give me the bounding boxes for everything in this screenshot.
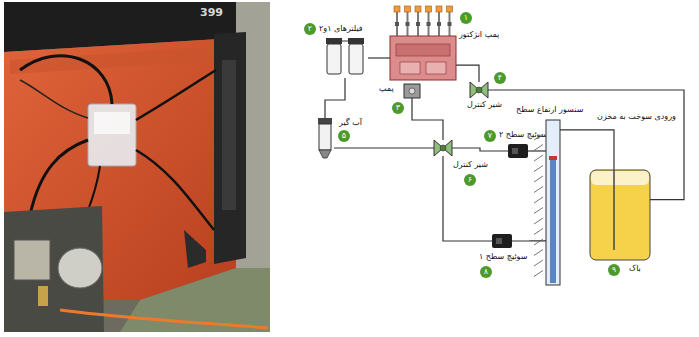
control-valve-symbol [470, 82, 488, 98]
fuel-line [456, 65, 479, 82]
callout-number: ۴ [494, 72, 506, 84]
callout-number: ۳ [392, 102, 404, 114]
level-switch: سوئیچ سطح ۱ [492, 234, 512, 248]
callout-number: ۷ [484, 130, 496, 142]
component-label: باک [628, 264, 642, 274]
callout-number: ۲ [304, 23, 316, 35]
water-trap-symbol [316, 118, 334, 158]
callout-number: ۶ [464, 174, 476, 186]
fuel-line [488, 90, 684, 200]
component-label: شیر کنترل [466, 100, 503, 110]
callout-number: ۸ [480, 266, 492, 278]
level-sensor-symbol [546, 120, 560, 285]
fuel-filters-symbol [322, 38, 368, 78]
fuel-filters: فیلترهای ۱و۲ [322, 38, 368, 78]
model-number: 399 [200, 6, 223, 19]
injector-pump-symbol [390, 6, 456, 80]
fuel-tank: باک [590, 170, 650, 260]
fuel-line [560, 130, 614, 170]
level-sensor: سنسور ارتفاع سطح [546, 120, 560, 285]
fuel-line [528, 150, 546, 151]
component-label: فیلترهای ۱و۲ [318, 24, 364, 34]
component-label: سوئیچ سطح ۱ [478, 252, 528, 262]
pipe-label: ورودی سوخت به مخزن [596, 112, 677, 122]
feed-pump-symbol [404, 84, 420, 98]
control-valve: شیر کنترل [434, 140, 452, 156]
component-label: پمپ انژکتور [458, 30, 500, 40]
fuel-tank-symbol [590, 170, 650, 260]
level-switch: سوئیچ سطح ۲ [508, 144, 528, 158]
fuel-line [452, 148, 508, 151]
component-label: شیر کنترل [452, 160, 489, 170]
fuel-line [325, 78, 345, 118]
callout-number: ۱ [460, 12, 472, 24]
water-trap: آب گیر [316, 118, 334, 158]
component-label: سنسور ارتفاع سطح [515, 105, 584, 115]
component-label: پمپ [378, 84, 395, 94]
level-switch-symbol [492, 234, 512, 248]
fuel-line [334, 147, 434, 148]
level-switch-symbol [508, 144, 528, 158]
injector-pump: پمپ انژکتور [390, 6, 456, 80]
feed-pump: پمپ [404, 84, 420, 98]
fuel-line [443, 156, 492, 241]
component-label: آب گیر [338, 118, 363, 128]
fuel-line [412, 98, 443, 140]
fuel-line [368, 57, 390, 58]
callout-number: ۵ [338, 130, 350, 142]
callout-number: ۹ [608, 264, 620, 276]
control-valve: شیر کنترل [470, 82, 488, 98]
control-valve-symbol [434, 140, 452, 156]
